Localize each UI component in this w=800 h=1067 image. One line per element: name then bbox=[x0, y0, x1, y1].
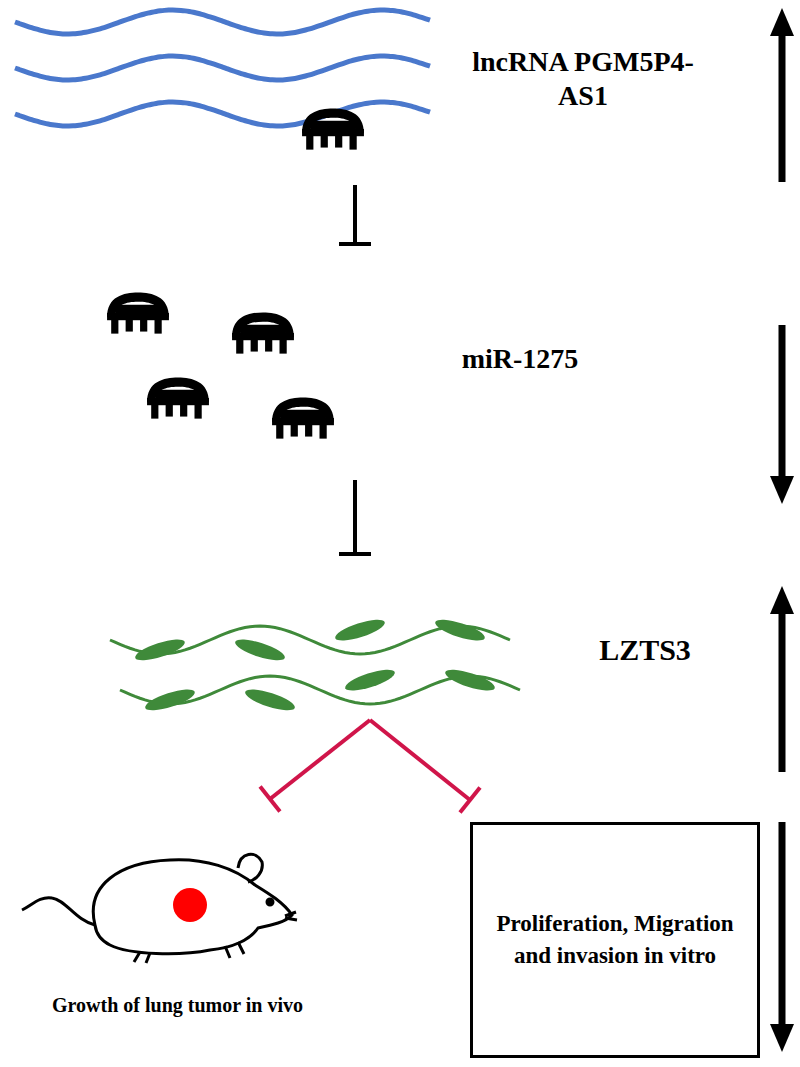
inhibition-head bbox=[339, 552, 371, 556]
inhibition-head bbox=[260, 786, 280, 811]
lzts3-group: LZTS3 bbox=[90, 560, 730, 710]
trend-arrows bbox=[770, 8, 794, 1052]
lzts3-strands bbox=[110, 615, 520, 714]
mirna-group: miR-1275 bbox=[90, 250, 670, 460]
connector-line bbox=[370, 720, 470, 800]
inhibition-connector bbox=[339, 185, 371, 244]
node-label: lncRNA PGM5P4-AS1 bbox=[468, 45, 698, 112]
connector-line bbox=[353, 185, 357, 244]
mirna-bound bbox=[302, 108, 364, 149]
lncrna-strands bbox=[15, 10, 430, 126]
inhibition-connector bbox=[339, 480, 371, 554]
connector-line bbox=[270, 720, 370, 799]
inhibition-connector bbox=[370, 720, 480, 812]
node-label: LZTS3 bbox=[570, 632, 720, 668]
outcome-box: Proliferation, Migration and invasion in… bbox=[470, 822, 760, 1058]
node-label: Proliferation, Migration and invasion in… bbox=[483, 908, 747, 972]
inhibition-connector bbox=[260, 720, 370, 812]
inhibition-head bbox=[339, 242, 371, 246]
inhibition-head bbox=[460, 788, 480, 813]
lncrna-group: lncRNA PGM5P4-AS1 bbox=[10, 5, 700, 175]
node-label: Growth of lung tumor in vivo bbox=[5, 993, 350, 1017]
connector-line bbox=[353, 480, 357, 554]
mouse-figure bbox=[22, 854, 297, 963]
node-label: miR-1275 bbox=[420, 342, 620, 376]
mouse-group: Growth of lung tumor in vivo bbox=[5, 805, 350, 1055]
mirna-free bbox=[107, 292, 334, 438]
